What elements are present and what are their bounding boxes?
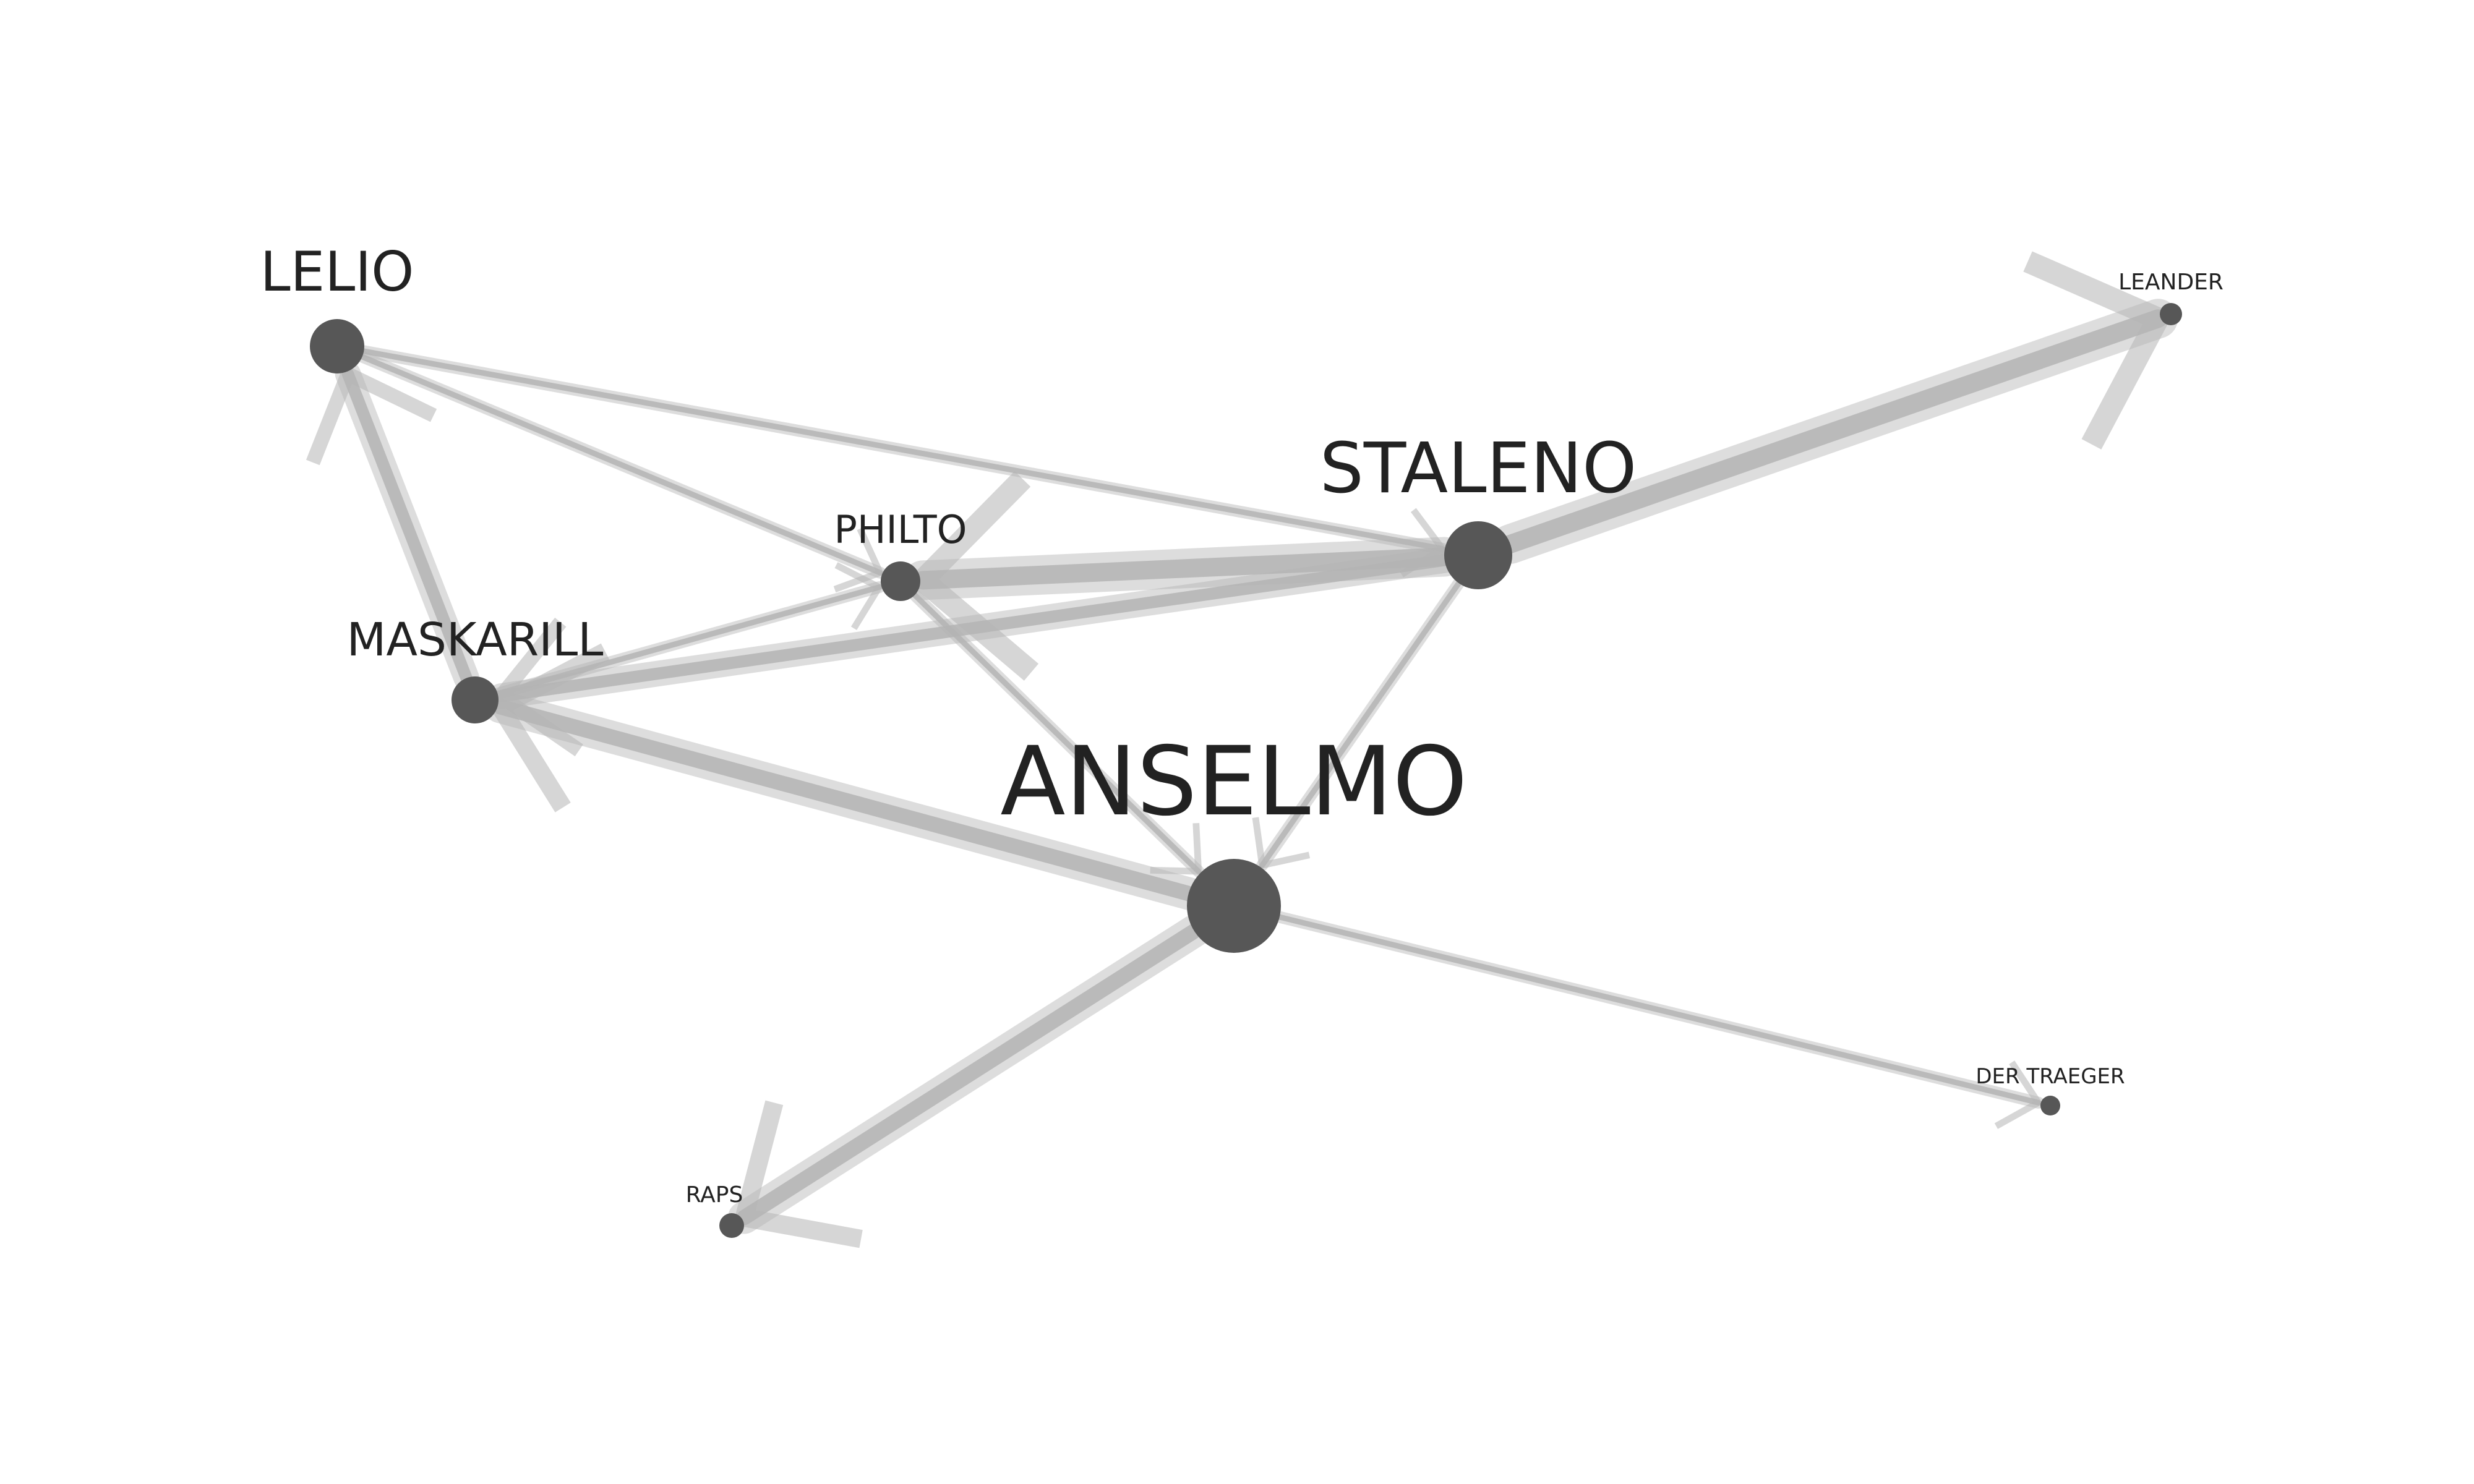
edge-arrowhead: [306, 364, 437, 466]
edge-staleno-to-anselmo: [1252, 577, 1465, 871]
edge-line: [495, 584, 882, 697]
node-label: LEANDER: [2118, 270, 2224, 295]
edge-arrowhead: [1400, 508, 1447, 578]
edge-line: [913, 547, 1454, 590]
node-circle[interactable]: [2040, 1096, 2060, 1115]
edge-arrowhead: [1150, 823, 1202, 875]
edge-arrowhead: [487, 643, 610, 812]
edge-line: [1500, 309, 2168, 553]
node-leander[interactable]: LEANDER: [2118, 270, 2224, 325]
node-raps[interactable]: RAPS: [686, 1182, 744, 1238]
edge-arrowhead: [834, 562, 884, 630]
node-label: ANSELMO: [1000, 727, 1468, 837]
edge-anselmo-to-maskarill: [484, 643, 1205, 910]
node-lelio[interactable]: LELIO: [260, 240, 414, 373]
edge-arrowhead: [732, 1100, 863, 1248]
edge-line: [1277, 914, 2042, 1106]
edge-arrowhead: [2023, 251, 2174, 450]
edge-line: [361, 348, 1445, 552]
edge-anselmo-to-raps: [727, 915, 1211, 1248]
node-anselmo[interactable]: ANSELMO: [1000, 727, 1468, 953]
edge-line: [492, 699, 1197, 902]
edge-line: [494, 554, 1451, 702]
edge-philto-to-anselmo: [909, 589, 1205, 877]
node-label: LELIO: [260, 240, 414, 304]
edge-arrowhead: [1994, 1060, 2044, 1129]
nodes-layer: LELIO LEANDER STALENO PHILTO MASKARILL ANSELM…: [260, 240, 2224, 1238]
edge-staleno-to-philto: [902, 471, 1465, 681]
node-circle[interactable]: [1444, 521, 1512, 589]
node-label: PHILTO: [834, 507, 967, 552]
node-circle[interactable]: [881, 561, 920, 601]
node-label: MASKARILL: [347, 613, 604, 667]
node-circle[interactable]: [2160, 303, 2182, 325]
edges-layer: [306, 251, 2178, 1248]
edge-arrowhead: [833, 527, 885, 593]
edge-maskarill-to-philto: [492, 562, 885, 700]
node-circle[interactable]: [719, 1213, 744, 1238]
edge-lelio-to-philto: [356, 351, 886, 593]
node-philto[interactable]: PHILTO: [834, 507, 967, 601]
node-maskarill[interactable]: MASKARILL: [347, 613, 604, 723]
edge-line: [736, 923, 1202, 1226]
node-der-traeger[interactable]: DER TRAEGER: [1975, 1064, 2125, 1115]
node-circle[interactable]: [1187, 859, 1281, 953]
edge-line: [341, 367, 473, 684]
node-circle[interactable]: [452, 676, 499, 723]
edge-arrowhead: [1252, 817, 1311, 869]
edge-lelio-to-staleno: [357, 345, 1449, 578]
node-label: RAPS: [686, 1182, 743, 1208]
edge-arrowhead: [906, 471, 1039, 681]
edge-line: [1259, 580, 1462, 868]
edge-line: [912, 592, 1202, 874]
edge-maskarill-to-lelio: [306, 360, 479, 691]
edge-staleno-to-leander: [1490, 251, 2178, 564]
edge-line: [359, 354, 883, 576]
node-label: STALENO: [1320, 429, 1637, 509]
node-circle[interactable]: [310, 319, 364, 373]
node-staleno[interactable]: STALENO: [1320, 429, 1637, 589]
node-label: DER TRAEGER: [1975, 1064, 2125, 1089]
edge-anselmo-to-der-traeger: [1273, 911, 2045, 1129]
